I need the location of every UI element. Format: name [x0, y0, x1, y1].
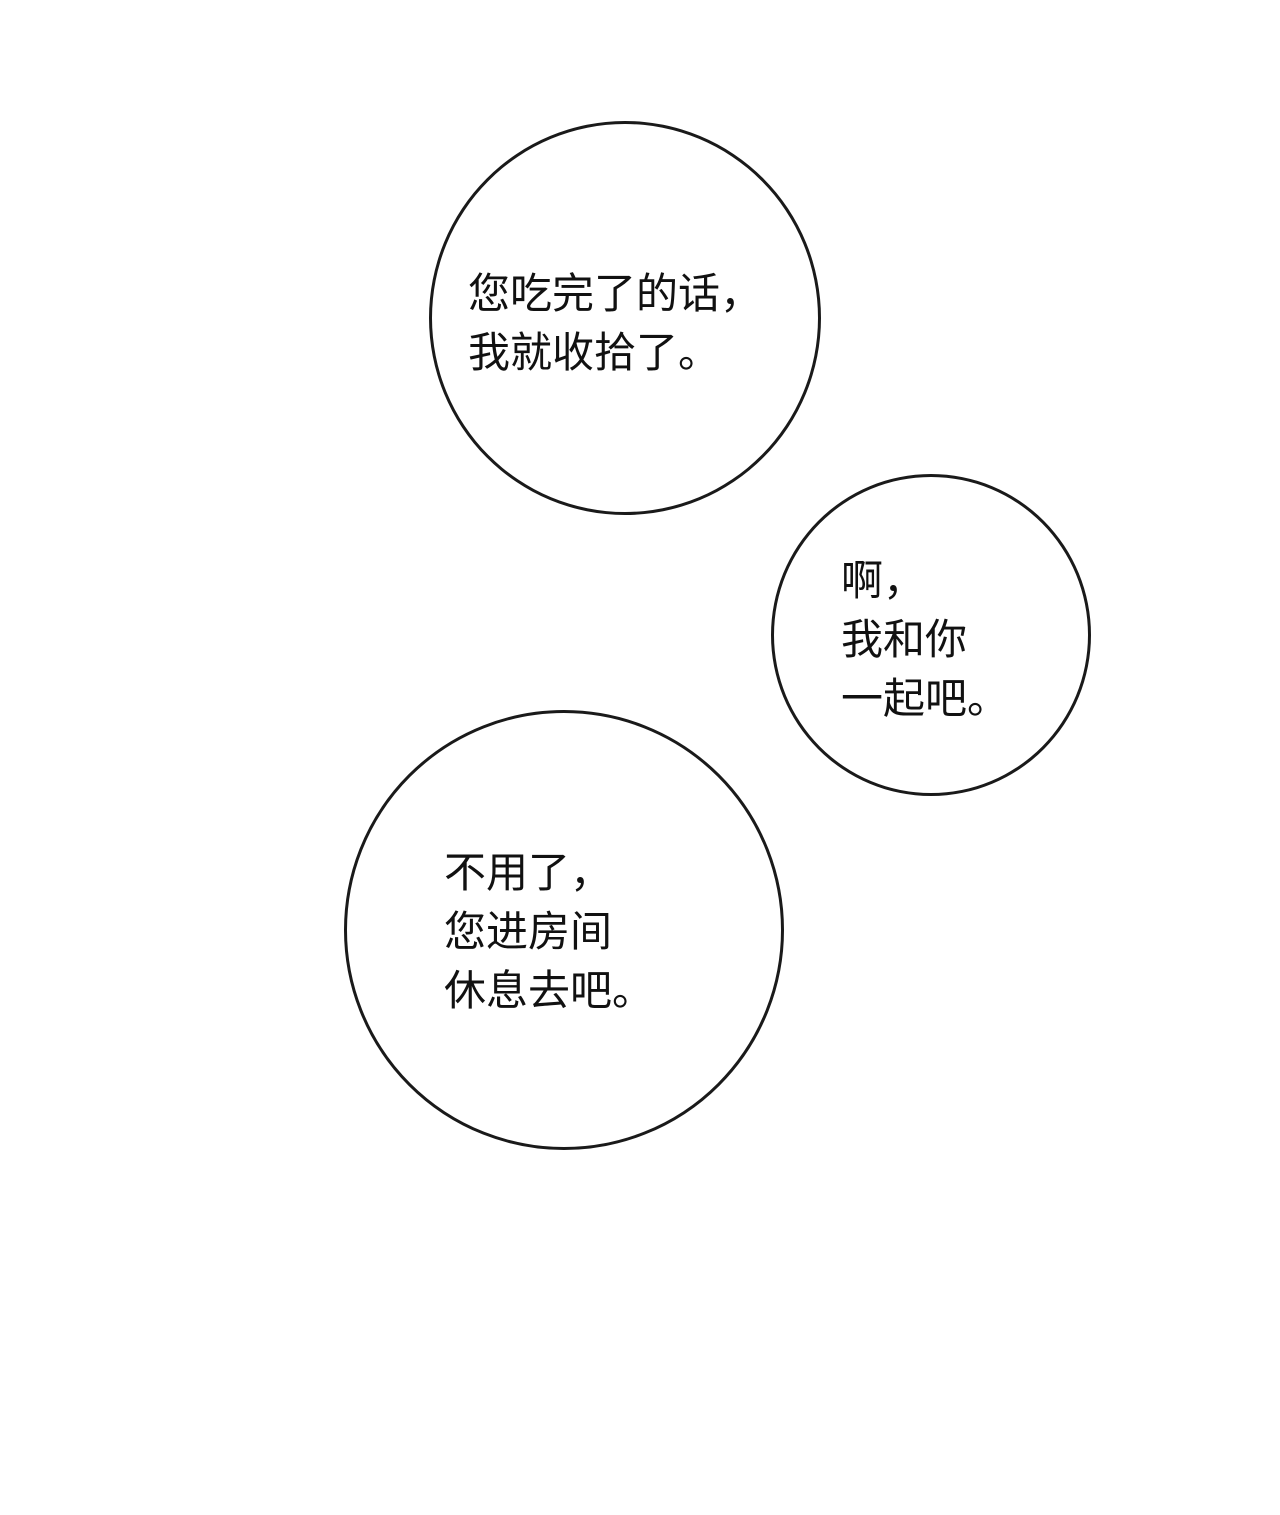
text-line: 一起吧。 [841, 674, 1010, 723]
speech-bubble-2 [771, 474, 1091, 796]
text-line: 不用了， [444, 848, 613, 897]
speech-bubble-2-text: 啊， 我和你 一起吧。 [841, 551, 1009, 728]
text-line: 您进房间 [444, 907, 613, 956]
text-line: 我和你 [841, 615, 968, 664]
speech-bubble-3 [344, 710, 784, 1150]
speech-bubble-1-text: 您吃完了的话， 我就收拾了。 [468, 264, 762, 382]
speech-bubble-1 [429, 121, 821, 515]
text-line: 您吃完了的话， [468, 269, 763, 318]
speech-bubble-3-text: 不用了， 您进房间 休息去吧。 [444, 843, 654, 1020]
text-line: 我就收拾了。 [468, 328, 721, 377]
text-line: 啊， [841, 556, 926, 605]
text-line: 休息去吧。 [444, 966, 655, 1015]
